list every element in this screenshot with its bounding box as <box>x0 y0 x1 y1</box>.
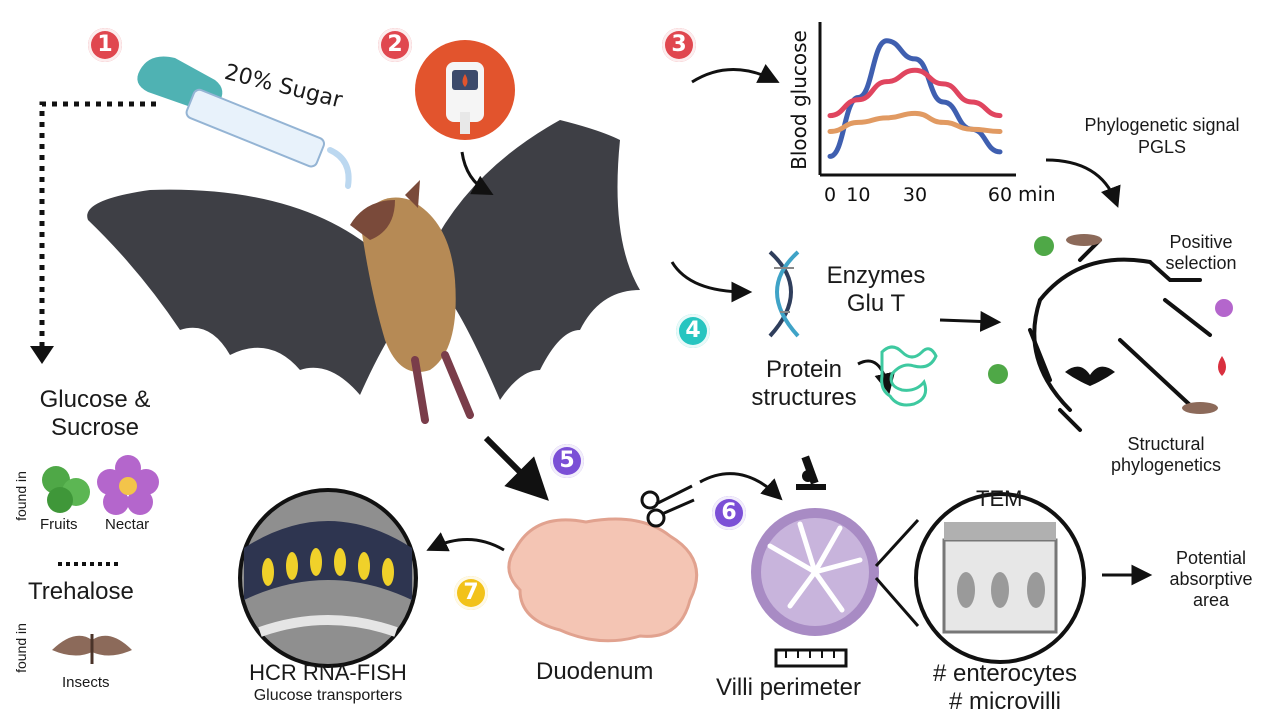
ruler-icon <box>774 648 848 668</box>
dropper-icon <box>137 56 352 189</box>
positive-selection-label: Positive selection <box>1146 232 1256 274</box>
nectar-label: Nectar <box>105 516 150 533</box>
x-tick-labels: 0 10 30 60 <box>824 184 1012 206</box>
insects-label: Insects <box>62 674 110 691</box>
hcr-rna-fish-line1: HCR RNA-FISH <box>249 660 407 685</box>
dotted-path <box>30 101 156 364</box>
phylogenetic-signal-line1: Phylogenetic signal <box>1084 115 1240 135</box>
nectar-flower-icon <box>97 455 159 515</box>
hcr-fish-image <box>238 488 418 668</box>
phylogenetic-tree <box>1028 238 1212 432</box>
enzymes-line2: Glu T <box>846 290 906 317</box>
phylogenetic-signal-line2: PGLS <box>1137 137 1187 157</box>
villi-perimeter-label: Villi perimeter <box>716 674 861 701</box>
positive-selection-line2: selection <box>1165 253 1237 273</box>
blood-glucose-chart: 0 10 30 60 Blood glucose min <box>787 22 1056 206</box>
step-badge-3: 3 <box>662 28 696 62</box>
protein-structure-icon <box>880 345 938 407</box>
glucometer-icon <box>415 40 515 140</box>
enzymes-label: Enzymes Glu T <box>808 262 944 318</box>
x-tick-label-10: 10 <box>846 184 870 206</box>
x-tick-label-60: 60 <box>988 184 1012 206</box>
microscope-icon <box>796 455 826 490</box>
protein-structures-line2: structures <box>751 384 857 411</box>
step-badge-7: 7 <box>454 576 488 610</box>
glucose-sucrose-line1: Glucose & <box>39 386 151 413</box>
scissors-icon <box>640 484 695 528</box>
x-axis-label: min <box>1018 182 1056 206</box>
enterocytes-microvilli-label: # enterocytes # microvilli <box>900 660 1110 716</box>
hcr-rna-fish-label: HCR RNA-FISH Glucose transporters <box>208 660 448 706</box>
duodenum-label: Duodenum <box>536 658 654 685</box>
hcr-rna-fish-line2: Glucose transporters <box>253 687 403 704</box>
x-tick-label-0: 0 <box>824 184 836 206</box>
chart-series-group <box>827 38 1003 159</box>
enzymes-line1: Enzymes <box>826 262 926 289</box>
insect-moth-icon <box>52 634 132 664</box>
step-badge-6: 6 <box>712 496 746 530</box>
protein-structures-line1: Protein <box>765 356 843 383</box>
glucose-sucrose-line2: Sucrose <box>50 414 140 441</box>
glucose-sucrose-label: Glucose & Sucrose <box>20 386 170 442</box>
enterocytes-label: # enterocytes <box>932 660 1078 687</box>
step-badge-5: 5 <box>550 444 584 478</box>
phylogenetic-signal-label: Phylogenetic signal PGLS <box>1062 114 1262 158</box>
blood-drop-icon <box>1218 356 1226 376</box>
dna-icon <box>768 250 800 338</box>
tem-label: TEM <box>976 486 1023 511</box>
protein-structures-label: Protein structures <box>730 356 878 412</box>
step-badge-2: 2 <box>378 28 412 62</box>
bat-illustration <box>87 120 640 424</box>
tree-icons <box>988 234 1233 414</box>
trehalose-label: Trehalose <box>28 578 134 605</box>
chart-series-line-2 <box>827 67 1003 119</box>
x-tick-label-30: 30 <box>903 184 927 206</box>
absorptive-area-line1: Potential <box>1175 548 1247 568</box>
found-in-label-1: found in <box>12 471 29 521</box>
fruit-icon <box>1034 236 1054 256</box>
absorptive-area-label: Potential absorptive area <box>1156 548 1266 611</box>
y-axis-label: Blood glucose <box>787 30 811 170</box>
tem-image <box>874 492 1086 664</box>
bat-silhouette-icon <box>1065 366 1115 386</box>
moth-icon <box>1066 234 1102 246</box>
flower-icon <box>1215 299 1233 317</box>
step-badge-4: 4 <box>676 314 710 348</box>
villi-cross-section <box>751 508 879 636</box>
structural-phylogenetics-label: Structural phylogenetics <box>1086 434 1246 476</box>
found-in-label-2: found in <box>12 623 29 673</box>
structural-phylogenetics-line1: Structural <box>1127 434 1205 454</box>
chart-series-line-3 <box>827 110 1003 134</box>
absorptive-area-line2: absorptive <box>1169 569 1253 589</box>
fruit-icon-2 <box>988 364 1008 384</box>
microvilli-label: # microvilli <box>948 688 1061 715</box>
flow-arrows <box>426 64 1153 586</box>
moth-icon-2 <box>1182 402 1218 414</box>
structural-phylogenetics-line2: phylogenetics <box>1110 455 1222 475</box>
fruits-icon <box>42 466 90 513</box>
fruits-label: Fruits <box>40 516 78 533</box>
absorptive-area-line3: area <box>1192 590 1230 610</box>
positive-selection-line1: Positive <box>1169 232 1233 252</box>
step-badge-1: 1 <box>88 28 122 62</box>
duodenum-illustration <box>507 517 699 643</box>
